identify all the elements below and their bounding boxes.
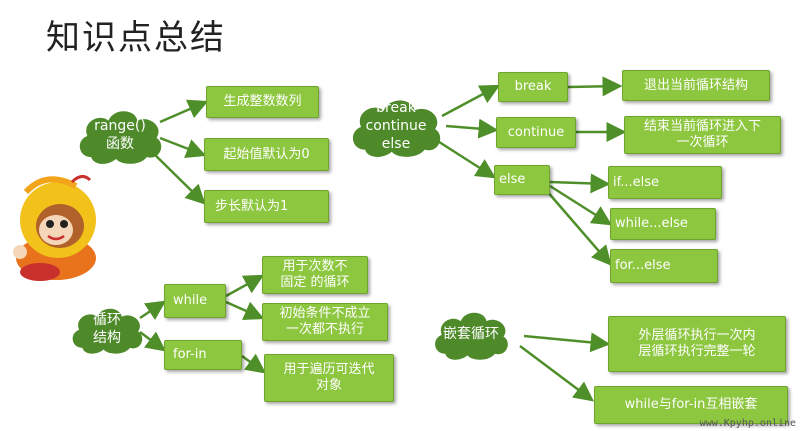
node-nested-label: 嵌套循环 [443, 326, 499, 342]
node-loop-label: 循环 结构 [93, 312, 121, 346]
node-while-else[interactable]: while...else [610, 208, 716, 240]
node-break[interactable]: break [498, 72, 568, 102]
node-nested-desc[interactable]: 外层循环执行一次内 层循环执行完整一轮 [608, 316, 786, 372]
node-while[interactable]: while [164, 284, 226, 318]
arrow-range-start [159, 136, 207, 159]
node-range-start[interactable]: 起始值默认为0 [204, 138, 329, 171]
cloud-shape-icon [352, 100, 441, 157]
node-nested-mix[interactable]: while与for-in互相嵌套 [594, 386, 788, 424]
cloud-shape-icon [72, 308, 143, 354]
node-forin-desc[interactable]: 用于遍历可迭代 对象 [264, 354, 394, 402]
node-continue-desc[interactable]: 结束当前循环进入下 一次循环 [624, 116, 781, 154]
arrow-range-step [149, 149, 206, 205]
arrow-bce-break [441, 84, 501, 118]
node-range-cloud[interactable]: range() 函数 [72, 100, 168, 170]
arrow-while-desc2 [225, 300, 265, 321]
page-title: 知识点总结 [46, 18, 226, 58]
node-range-step[interactable]: 步长默认为1 [204, 190, 329, 223]
cloud-shape-icon [79, 111, 162, 164]
node-while-desc2[interactable]: 初始条件不成立 一次都不执行 [262, 303, 388, 341]
node-if-else[interactable]: if...else [608, 166, 722, 199]
watermark: www.Kpyhp.online [699, 418, 796, 429]
arrow-forin-desc [241, 353, 267, 374]
node-else[interactable]: else [494, 165, 550, 195]
node-loop-cloud[interactable]: 循环 结构 [66, 296, 148, 362]
node-for-else[interactable]: for...else [610, 249, 718, 283]
node-range-label: range() 函数 [94, 118, 146, 152]
node-nested-cloud[interactable]: 嵌套循环 [414, 304, 528, 364]
arrow-break-desc [567, 76, 623, 97]
arrow-else-while [549, 184, 613, 226]
arrow-else-if [549, 173, 611, 194]
arrow-nested-mix [519, 345, 594, 402]
node-bce-label: break continue else [365, 100, 427, 152]
arrow-nested-desc [523, 332, 611, 353]
node-forin[interactable]: for-in [164, 340, 242, 370]
node-while-desc1[interactable]: 用于次数不 固定 的循环 [262, 256, 368, 294]
node-continue[interactable]: continue [496, 117, 576, 148]
arrow-while-desc1 [225, 274, 265, 298]
node-range-int[interactable]: 生成整数数列 [206, 86, 319, 118]
monkey-king-mascot-icon [13, 175, 96, 281]
arrow-bce-continue [445, 118, 499, 139]
arrow-range-int [159, 99, 209, 124]
arrow-else-for [545, 189, 612, 266]
arrow-bce-else [435, 138, 497, 179]
arrow-loop-while [139, 300, 167, 321]
node-break-desc[interactable]: 退出当前循环结构 [622, 70, 770, 101]
cloud-shape-icon [435, 312, 508, 360]
node-bce-cloud[interactable]: break continue else [342, 90, 450, 162]
arrow-loop-forin [139, 331, 166, 352]
